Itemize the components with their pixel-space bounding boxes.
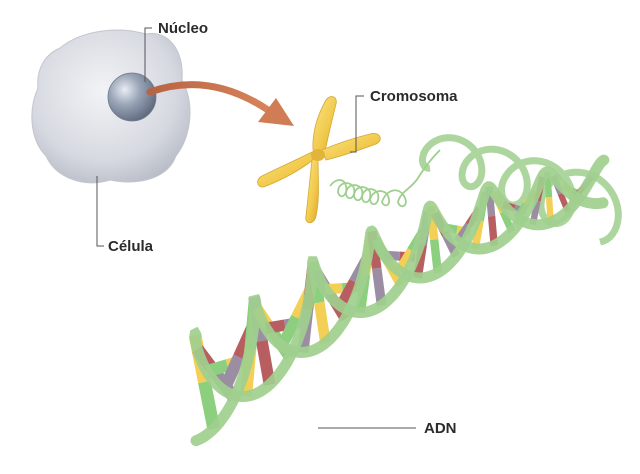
dna-backbone-strand-a [190,154,610,447]
leader-nucleo [144,27,152,82]
base-pair-half [314,301,331,344]
label-cromosoma: Cromosoma [370,88,458,105]
base-pair-half [256,339,276,386]
label-adn: ADN [424,420,457,437]
label-celula: Célula [108,238,154,255]
base-pair-half [218,354,245,393]
chromosome-arm-lower-left [257,151,314,188]
dna-backbone-strand-b [189,166,609,402]
arrow-nucleus-to-chromosome [146,81,294,126]
cell [31,29,191,184]
label-nucleo: Núcleo [158,20,208,37]
leader-celula [96,176,104,247]
leader-lines [96,27,416,429]
chromosome [257,96,381,224]
arrow-shaft [146,81,272,114]
leader-cromosoma [350,95,364,153]
base-pair-half [198,380,221,430]
chromatin-coil [329,149,441,208]
dna-double-helix [188,134,622,447]
nucleus [107,72,157,122]
chromosome-arm-upper-left [312,96,337,153]
chromosome-arm-lower-right [305,157,319,224]
arrow-head [258,98,294,126]
chromosome-arm-upper-right [321,133,381,161]
centromere [311,149,325,161]
